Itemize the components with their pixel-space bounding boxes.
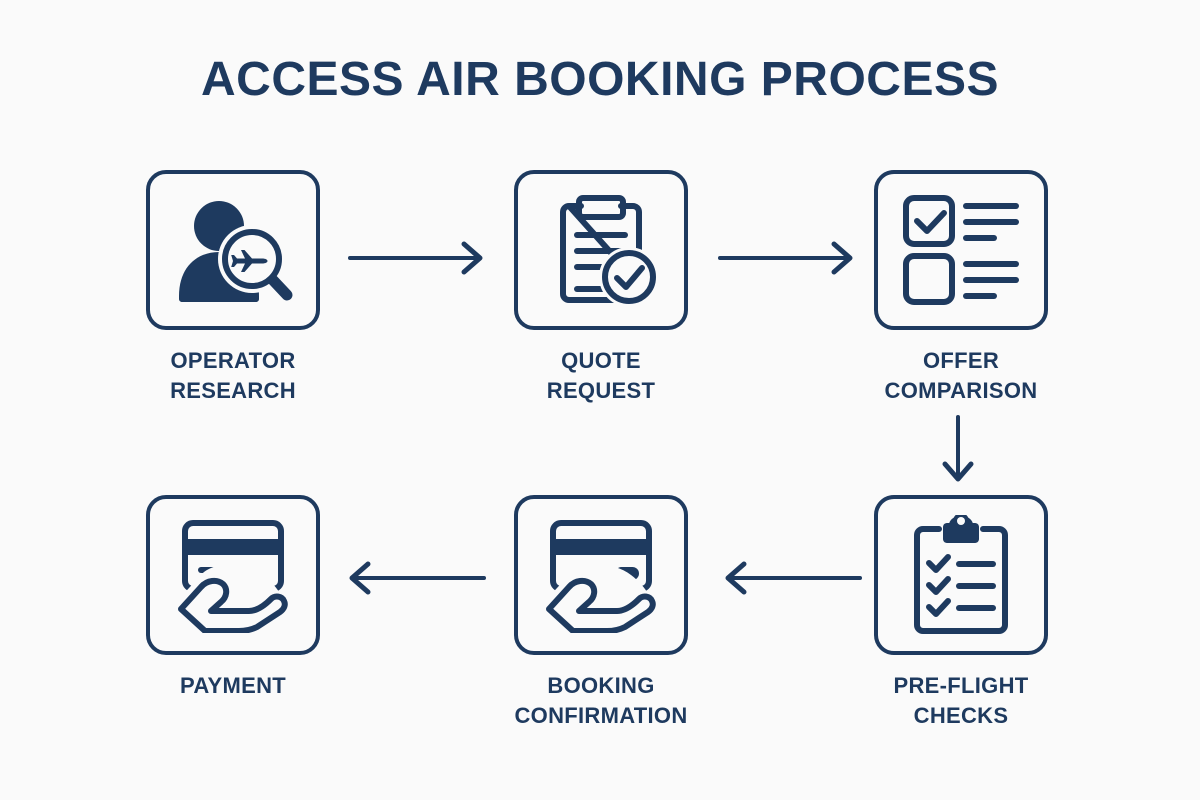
card-in-hand-icon — [171, 517, 295, 633]
arrow-left-booking-to-payment — [340, 558, 486, 603]
process-step-pre-flight-checks[interactable]: PRE-FLIGHT CHECKS — [841, 495, 1081, 731]
step-label: OFFER COMPARISON — [884, 348, 1038, 403]
step-icon-box — [146, 170, 320, 330]
step-icon-box — [874, 170, 1048, 330]
arrow-down-offer-to-preflight — [934, 415, 982, 492]
process-step-payment[interactable]: PAYMENT — [113, 495, 353, 701]
step-icon-box — [514, 170, 688, 330]
arrow-right-quote-to-offer — [718, 238, 858, 283]
step-label: QUOTE REQUEST — [546, 348, 656, 403]
step-label: OPERATOR RESEARCH — [170, 348, 296, 403]
step-label: PAYMENT — [179, 673, 286, 698]
arrow-left-preflight-to-booking — [716, 558, 862, 603]
step-label: BOOKING CONFIRMATION — [514, 673, 688, 728]
step-icon-box — [514, 495, 688, 655]
process-step-booking-confirmation[interactable]: BOOKING CONFIRMATION — [481, 495, 721, 731]
step-label: PRE-FLIGHT CHECKS — [893, 673, 1029, 728]
arrow-right-research-to-quote — [348, 238, 488, 283]
process-step-quote-request[interactable]: QUOTE REQUEST — [481, 170, 721, 406]
step-icon-box — [146, 495, 320, 655]
card-in-hand-chip-icon — [539, 517, 663, 633]
person-search-flight-icon — [173, 196, 293, 304]
process-step-offer-comparison[interactable]: OFFER COMPARISON — [841, 170, 1081, 406]
checklist-clipboard-icon — [909, 515, 1013, 635]
step-icon-box — [874, 495, 1048, 655]
checkbox-list-icon — [902, 194, 1020, 306]
clipboard-check-icon — [543, 192, 659, 308]
process-step-operator-research[interactable]: OPERATOR RESEARCH — [113, 170, 353, 406]
page-title: ACCESS AIR BOOKING PROCESS — [201, 53, 999, 106]
